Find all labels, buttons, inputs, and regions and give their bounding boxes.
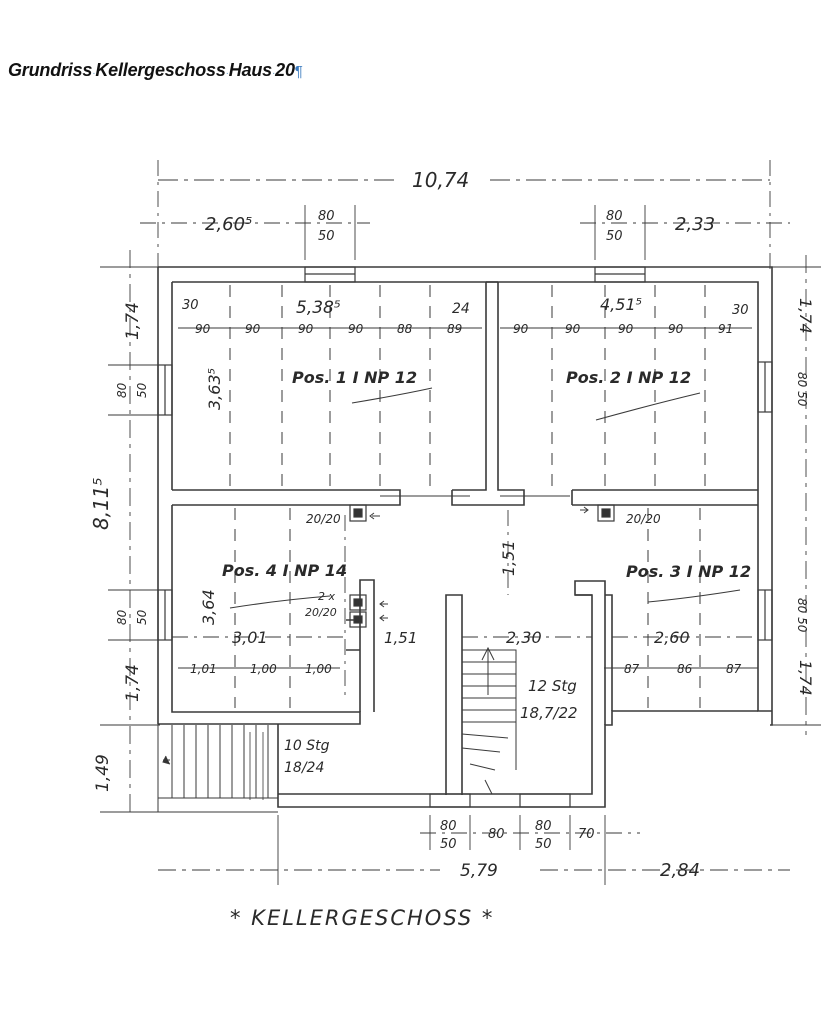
dim-right-bottom: 1,74: [796, 660, 815, 696]
room-pos2-joist-5: 91: [718, 322, 733, 336]
room-pos1-label: Pos. 1 I NP 12: [292, 368, 417, 387]
dim-left-window-w-1: 80: [115, 382, 129, 398]
room-pos3-width: 2,60: [654, 628, 690, 647]
space-marker: ·: [92, 68, 96, 79]
dim-bottom-h3: 50: [535, 837, 552, 852]
dim-bottom-w3: 80: [535, 819, 552, 834]
room-pos2-joist-4: 90: [668, 322, 684, 336]
dim-top-left-window-w: 80: [318, 209, 335, 224]
main-stair-ratio: 18,7/22: [520, 704, 578, 722]
dim-top-total: 10,74: [412, 168, 469, 192]
outside-stair-steps: 10 Stg: [284, 738, 330, 754]
interior-walls: [172, 281, 758, 795]
dim-left-total: 8,11⁵: [89, 477, 113, 530]
room-pos1-joist-5: 88: [397, 322, 413, 336]
dim-top-right-window-w: 80: [606, 209, 623, 224]
chimney-double-size: 20/20: [305, 606, 337, 619]
dim-bottom-left-total: 5,79: [460, 861, 498, 881]
chimney-left-size: 20/20: [306, 512, 341, 526]
chimney-double-label: 2 x: [318, 590, 335, 603]
room-pos2-joist-1: 90: [513, 322, 529, 336]
heading-word-1: Grundriss: [8, 60, 93, 80]
room-pos2-joist-2: 90: [565, 322, 581, 336]
room-pos2-joist-3: 90: [618, 322, 634, 336]
heading-word-3: Haus: [228, 60, 272, 80]
room-pos1-joist-4: 90: [348, 322, 364, 336]
dimension-lines: [100, 160, 821, 885]
room-pos1-joist-6: 89: [447, 322, 462, 336]
room-pos1-edge-right: 24: [452, 301, 470, 317]
room-pos4-joist-2: 1,00: [250, 662, 277, 676]
room-pos3-label: Pos. 3 I NP 12: [626, 562, 751, 581]
heading-word-4: 20: [275, 60, 295, 80]
dim-right-window-2: 80 50: [795, 598, 809, 633]
windows: [157, 266, 773, 808]
dim-right-window-1: 80 50: [795, 372, 809, 407]
main-stair-steps: 12 Stg: [528, 677, 577, 695]
space-marker: ·: [272, 68, 276, 79]
room-pos4-label: Pos. 4 I NP 14: [222, 561, 347, 580]
room-pos3-joist-1: 87: [624, 662, 640, 676]
room-pos4-joist-3: 1,00: [305, 662, 332, 676]
room-pos4-joist-1: 1,01: [190, 662, 217, 676]
room-pos1-edge-left: 30: [182, 298, 199, 313]
outside-stair: [157, 724, 278, 813]
arrows: [162, 506, 589, 765]
space-marker: ·: [225, 68, 229, 79]
room-pos4-width: 3,01: [232, 628, 268, 647]
chimneys: [349, 504, 615, 628]
chimney-right-size: 20/20: [626, 512, 661, 526]
dim-bottom-right: 2,84: [660, 860, 700, 881]
dim-left-window-w-2: 80: [115, 609, 129, 625]
room-pos1-joist-2: 90: [245, 322, 261, 336]
room-pos2-edge-right: 30: [732, 303, 749, 318]
dim-left-window-h-2: 50: [135, 609, 149, 625]
room-pos4-height: 3,64: [199, 589, 218, 625]
outer-walls: [157, 266, 773, 808]
paragraph-mark: ¶: [294, 63, 303, 80]
room-pos3-joist-3: 87: [726, 662, 742, 676]
dim-top-right: 2,33: [675, 214, 715, 235]
dim-left-window-h-1: 50: [135, 382, 149, 398]
plan-caption: * KELLERGESCHOSS *: [230, 906, 494, 930]
dim-top-left-window-h: 50: [318, 229, 335, 244]
dim-right-top: 1,74: [796, 298, 815, 334]
dim-bottom-h1: 50: [440, 837, 457, 852]
dim-top-right-window-h: 50: [606, 229, 623, 244]
dim-left-mid: 1,74: [123, 664, 143, 702]
room-pos2-width: 4,51⁵: [600, 295, 642, 314]
dim-left-bottom: 1,49: [93, 754, 113, 792]
dim-bottom-w1: 80: [440, 819, 457, 834]
heading-word-2: Kellergeschoss: [95, 60, 226, 80]
dim-bottom-w4: 70: [578, 827, 595, 842]
label-underlines: [229, 387, 741, 609]
hall-height: 1,51: [499, 540, 518, 576]
room-pos3-joist-2: 86: [677, 662, 693, 676]
dim-bottom-w2: 80: [488, 827, 505, 842]
main-stair: [461, 646, 517, 795]
document-heading: Grundriss·Kellergeschoss·Haus·20¶: [8, 60, 303, 81]
room-pos1-height: 3,63⁵: [205, 368, 224, 410]
joist-lines: [229, 285, 706, 708]
outside-stair-ratio: 18/24: [284, 760, 324, 776]
hall-width: 1,51: [384, 629, 417, 647]
room-pos2-label: Pos. 2 I NP 12: [566, 368, 691, 387]
room-pos1-joist-3: 90: [298, 322, 314, 336]
dim-top-left: 2,60⁵: [205, 214, 252, 235]
joist-dimension-lines: [178, 327, 758, 669]
room-pos1-width: 5,38⁵: [296, 298, 341, 318]
hall-stair-width: 2,30: [506, 628, 542, 647]
room-pos1-joist-1: 90: [195, 322, 211, 336]
dim-left-top: 1,74: [123, 302, 143, 340]
